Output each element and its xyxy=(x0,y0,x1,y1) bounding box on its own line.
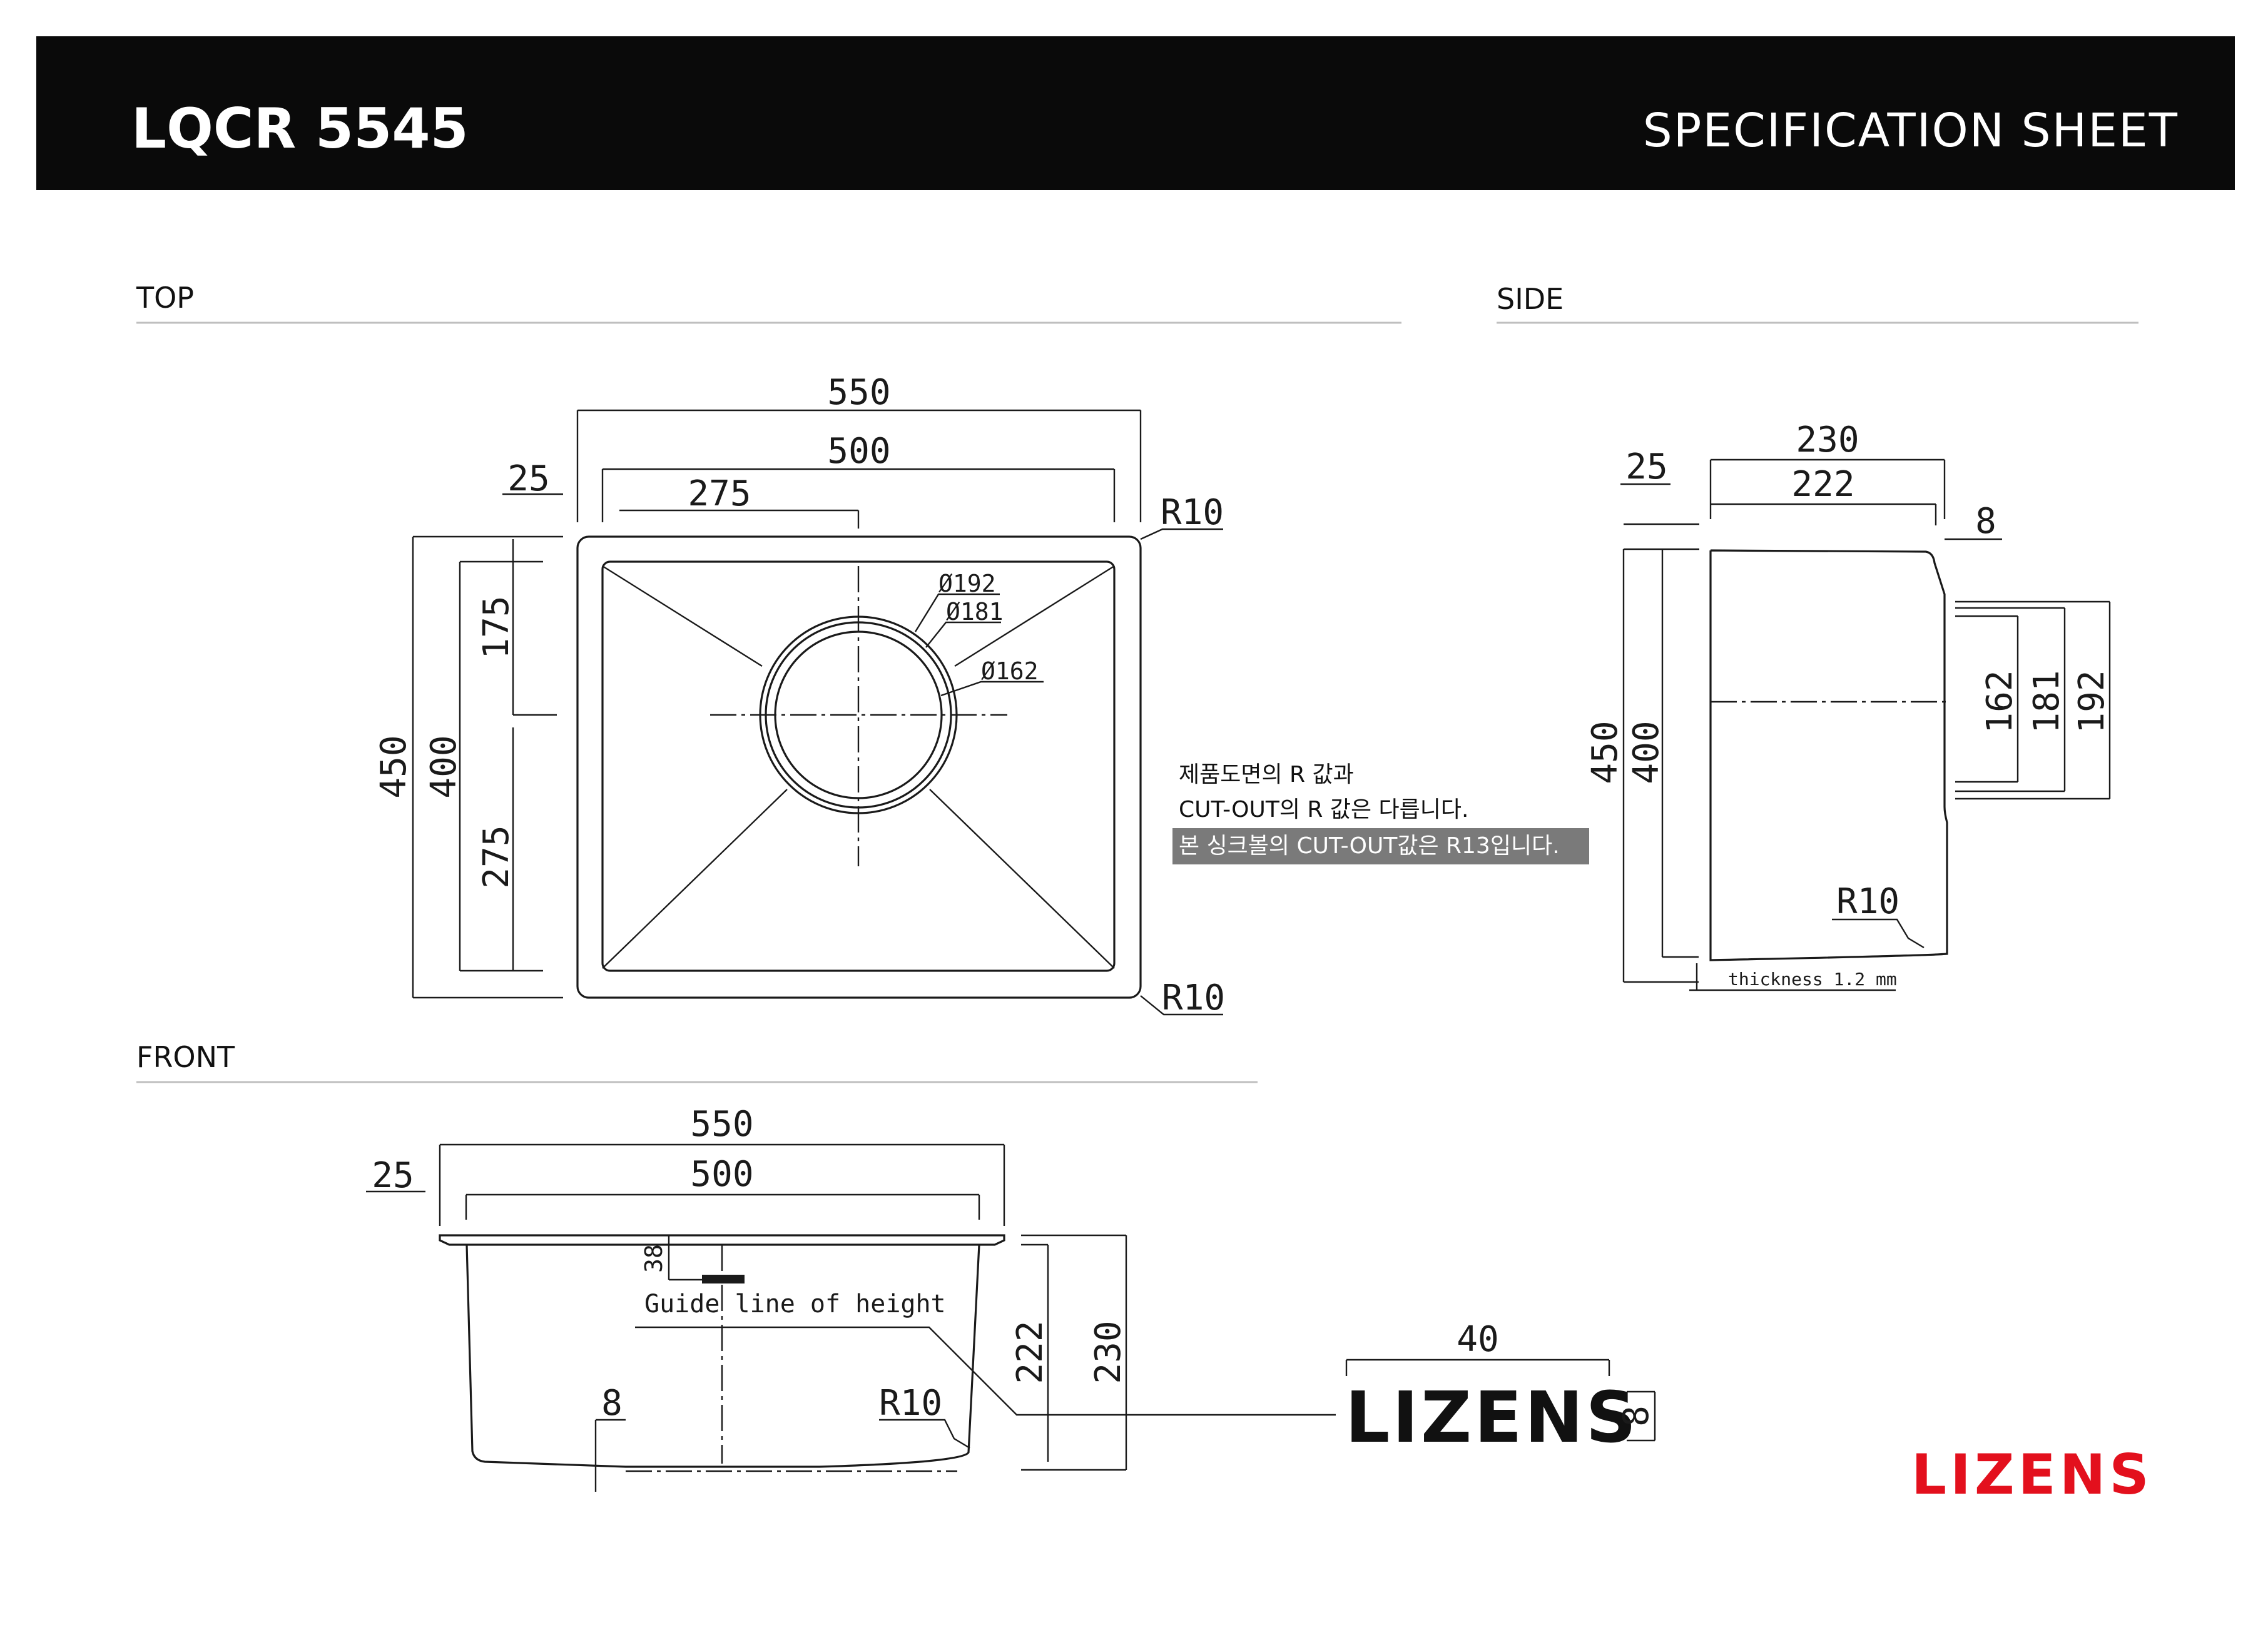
dim-front-38: 38 xyxy=(640,1244,668,1273)
dim-side-r10: R10 xyxy=(1836,881,1899,922)
thickness-label: thickness 1.2 mm xyxy=(1728,969,1897,990)
dim-top-275: 275 xyxy=(688,473,751,514)
dim-top-275-v: 275 xyxy=(476,825,517,888)
leader-r10-top xyxy=(1140,528,1223,540)
side-view-drawing: 230 222 25 8 450 400 162 181 192 R10 xyxy=(1585,420,2112,991)
dim-side-192: 192 xyxy=(2072,670,2112,733)
top-view-drawing: Ø192 Ø181 Ø162 550 500 275 25 R10 R10 45… xyxy=(374,372,1225,1018)
front-flange xyxy=(439,1234,1005,1246)
section-top-label: TOP xyxy=(136,281,194,315)
leader-d192 xyxy=(914,593,1000,632)
dim-r10-top: R10 xyxy=(1161,492,1224,533)
cutout-note: 제품도면의 R 값과 CUT-OUT의 R 값은 다릅니다. 본 싱크볼의 CU… xyxy=(1172,762,1589,864)
dim-top-175: 175 xyxy=(476,595,517,659)
brand-logo: LIZENS xyxy=(1911,1442,2153,1507)
section-front-label: FRONT xyxy=(136,1040,235,1074)
dim-front-550: 550 xyxy=(690,1104,753,1145)
dim-top-450: 450 xyxy=(374,735,414,798)
dim-front-25: 25 xyxy=(372,1155,414,1196)
top-slope-tr xyxy=(954,565,1115,667)
dim-side-400: 400 xyxy=(1626,721,1667,784)
dim-front-222: 222 xyxy=(1010,1320,1050,1384)
document-type: SPECIFICATION SHEET xyxy=(1643,104,2179,158)
leader-d162 xyxy=(940,681,1044,697)
top-slope-tl xyxy=(602,565,763,667)
leader-r10-bottom xyxy=(1140,995,1223,1016)
dim-side-25: 25 xyxy=(1625,447,1667,487)
note-highlight xyxy=(1172,828,1589,864)
header: LQCR 5545 SPECIFICATION SHEET xyxy=(36,36,2235,190)
note-line-2: CUT-OUT의 R 값은 다릅니다. xyxy=(1179,797,1468,823)
note-line-1: 제품도면의 R 값과 xyxy=(1179,762,1354,787)
leader-front-r10 xyxy=(879,1419,970,1449)
dim-top-500: 500 xyxy=(827,431,890,472)
top-slope-br xyxy=(929,789,1115,969)
dim-logo-40: 40 xyxy=(1457,1319,1498,1360)
dim-top-400: 400 xyxy=(424,735,464,798)
leader-guide-to-logo xyxy=(635,1326,1336,1416)
dim-top-550: 550 xyxy=(827,372,890,413)
guide-label: Guide line of height xyxy=(644,1290,946,1319)
dim-front-500: 500 xyxy=(690,1154,753,1195)
model-title: LQCR 5545 xyxy=(131,96,469,161)
dim-top-25: 25 xyxy=(507,458,549,499)
dim-logo-8: 8 xyxy=(1616,1405,1657,1427)
top-slope-bl xyxy=(602,789,788,969)
logo-detail-text: LIZENS xyxy=(1345,1377,1639,1459)
dim-side-8: 8 xyxy=(1975,501,1996,542)
leader-side-r10 xyxy=(1832,918,1925,949)
guide-marker xyxy=(702,1275,745,1283)
top-outer-flange xyxy=(576,535,1142,999)
top-inner-bowl xyxy=(601,560,1116,972)
dim-side-450: 450 xyxy=(1585,721,1625,784)
front-bowl-outline xyxy=(465,1244,980,1468)
header-bar xyxy=(36,36,2235,190)
dim-drain-192: Ø192 xyxy=(938,570,996,597)
note-line-3: 본 싱크볼의 CUT-OUT값은 R13입니다. xyxy=(1179,833,1560,859)
side-bowl-profile xyxy=(1709,549,1948,961)
dim-side-230: 230 xyxy=(1796,420,1859,460)
dim-drain-181: Ø181 xyxy=(946,598,1004,625)
dim-side-162: 162 xyxy=(1980,670,2020,733)
dim-front-r10: R10 xyxy=(879,1383,942,1424)
leader-d181 xyxy=(925,621,1001,648)
section-side-label: SIDE xyxy=(1497,282,1564,316)
dim-front-8: 8 xyxy=(601,1383,623,1424)
front-view-drawing: 38 Guide line of height 550 500 25 8 R10… xyxy=(366,1104,1336,1492)
dim-side-222: 222 xyxy=(1791,464,1854,505)
dim-front-230: 230 xyxy=(1088,1320,1129,1384)
dim-side-181: 181 xyxy=(2026,670,2067,733)
logo-detail: 40 LIZENS 8 xyxy=(1345,1319,1657,1459)
dim-drain-162: Ø162 xyxy=(981,657,1039,685)
dim-r10-bottom: R10 xyxy=(1162,978,1225,1018)
